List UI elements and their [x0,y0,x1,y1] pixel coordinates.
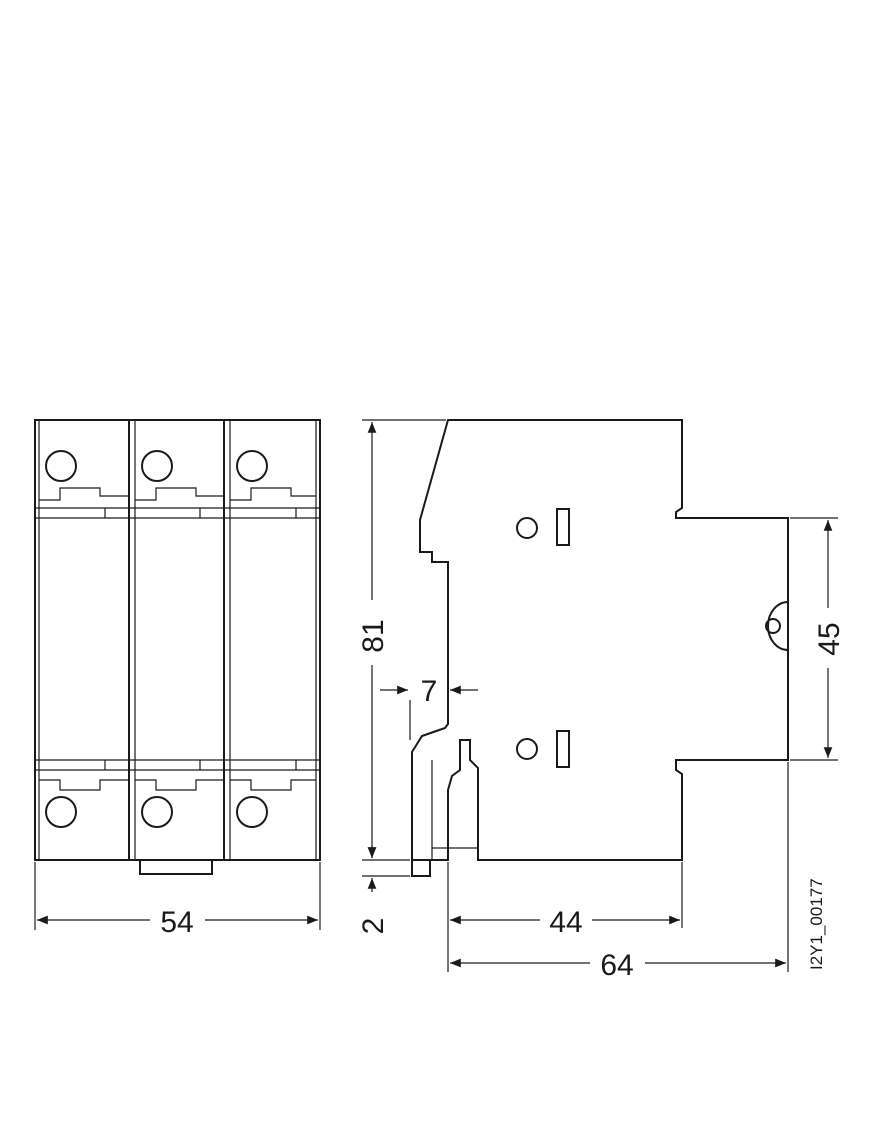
dim-depth-total-label: 64 [600,949,633,982]
terminal-screw-bottom-3 [236,796,268,828]
side-housing-outline [411,419,789,861]
operating-knob [767,601,789,651]
terminal-screw-top-3 [236,450,268,482]
upper-hole [516,517,538,539]
dim-height-label: 81 [357,619,390,652]
dim-depth-front-label: 44 [549,906,582,939]
front-view: 54 [34,419,321,939]
drawing-code: I2Y1_00177 [807,878,826,970]
rail-foot [411,860,431,877]
terminal-screw-top-1 [45,450,77,482]
lower-slot [556,730,570,768]
bottom-terminals [35,759,320,828]
dim-front-width-label: 54 [160,906,193,939]
rail-clip [139,859,213,875]
top-terminals [35,450,320,519]
dim-foot-offset-label: 2 [357,918,390,935]
dim-front-height-label: 45 [813,622,846,655]
terminal-screw-bottom-1 [45,796,77,828]
upper-slot [556,508,570,546]
side-view: 81 7 2 45 44 64 I2Y1_00177 [357,419,846,982]
dim-rail-offset-label: 7 [421,675,438,708]
knob-pivot [765,618,781,634]
lower-hole [516,738,538,760]
terminal-screw-bottom-2 [141,796,173,828]
terminal-screw-top-2 [141,450,173,482]
front-housing [34,419,321,861]
